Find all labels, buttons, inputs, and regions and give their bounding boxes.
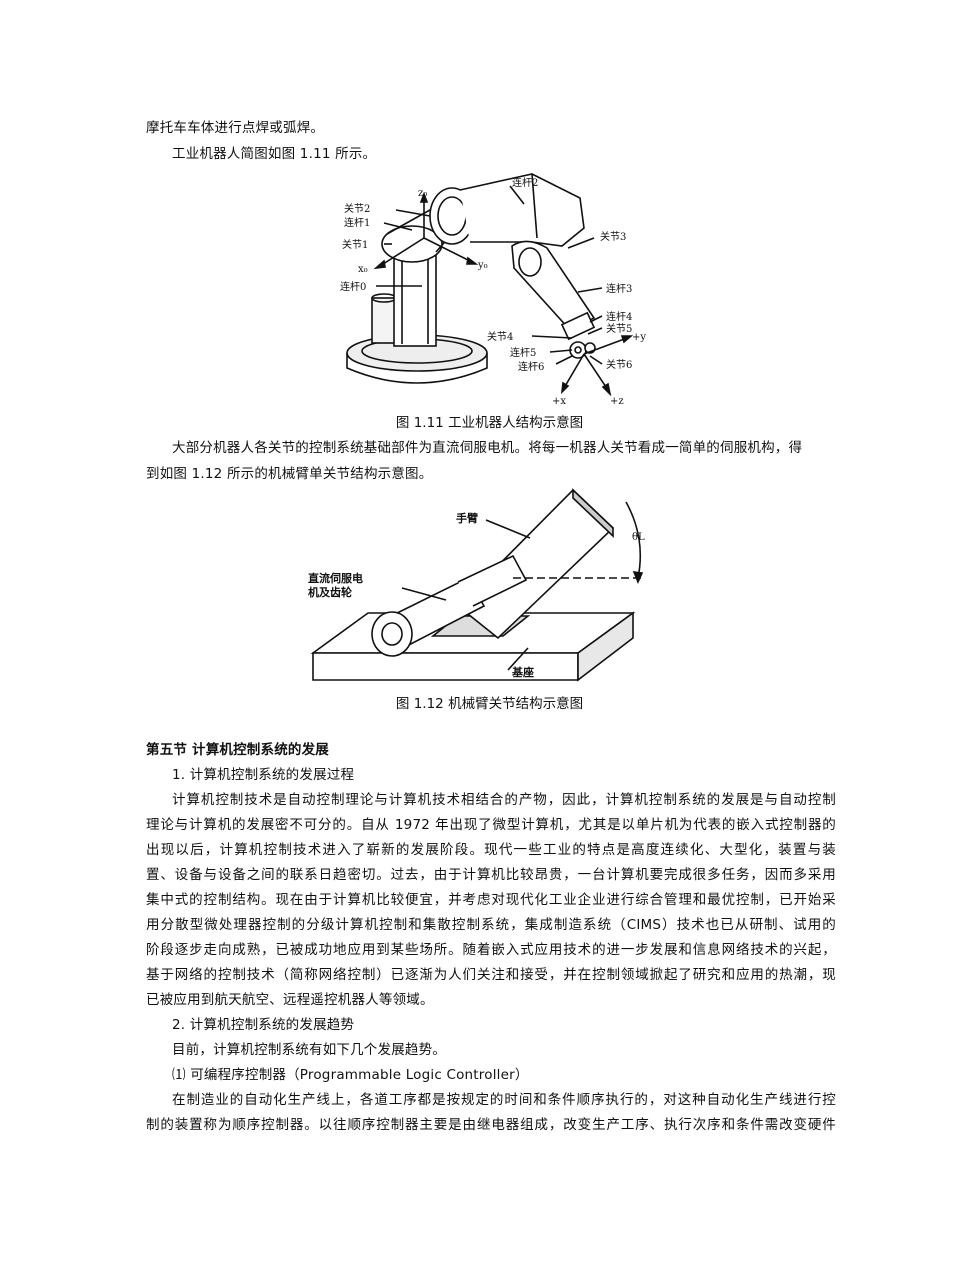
label-joint4: 关节4 bbox=[487, 330, 513, 343]
paragraph-line: 大部分机器人各关节的控制系统基础部件为直流伺服电机。将每一机器人关节看成一简单的… bbox=[172, 440, 803, 456]
figure-caption: 图 1.11 工业机器人结构示意图 bbox=[395, 415, 584, 431]
label-plus-z: +z bbox=[610, 396, 624, 407]
paragraph-line: 目前，计算机控制系统有如下几个发展趋势。 bbox=[172, 1042, 446, 1058]
list-item-heading: ⑴ 可编程序控制器（Programmable Logic Controller） bbox=[172, 1067, 529, 1083]
section-heading: 第五节 计算机控制系统的发展 bbox=[146, 742, 329, 758]
label-link2: 连杆2 bbox=[512, 176, 538, 189]
label-link6: 连杆6 bbox=[518, 360, 544, 373]
paragraph-line: 摩托车车体进行点焊或弧焊。 bbox=[146, 120, 325, 136]
label-arm: 手臂 bbox=[456, 511, 478, 525]
label-x0: x₀ bbox=[358, 264, 368, 275]
paragraph-line: 阶段逐步走向成熟，已被成功地应用到某些场所。随着嵌入式应用技术的进一步发展和信息… bbox=[146, 942, 836, 958]
label-joint6: 关节6 bbox=[606, 358, 632, 371]
paragraph-line: 理论与计算机的发展密不可分的。自从 1972 年出现了微型计算机，尤其是以单片机… bbox=[146, 817, 836, 833]
subsection-heading: 2. 计算机控制系统的发展趋势 bbox=[172, 1017, 355, 1033]
label-y0: y₀ bbox=[477, 260, 488, 271]
robot-diagram: 连杆2 关节2 z₀ 连杆1 关节1 关节3 x₀ y₀ 连杆0 连杆3 连杆4… bbox=[340, 173, 646, 407]
paragraph-line: 到如图 1.12 所示的机械臂单关节结构示意图。 bbox=[146, 466, 433, 482]
label-base: 基座 bbox=[511, 665, 534, 679]
paragraph-line: 置、设备与设备之间的联系日趋密切。过去，由于计算机比较昂贵，一台计算机要完成很多… bbox=[146, 867, 836, 883]
paragraph-line: 出现以后，计算机控制技术进入了崭新的发展阶段。现代一些工业的特点是高度连续化、大… bbox=[146, 842, 836, 858]
paragraph-line: 集中式的控制结构。现在由于计算机比较便宜，并考虑对现代化工业企业进行综合管理和最… bbox=[146, 892, 836, 908]
label-motor-line2: 机及齿轮 bbox=[308, 585, 352, 599]
arm-joint-diagram: 手臂 θL 直流伺服电 机及齿轮 基座 bbox=[308, 488, 645, 682]
paragraph-line: 用分散型微处理器控制的分级计算机控制和集散控制系统，集成制造系统（CIMS）技术… bbox=[146, 917, 836, 933]
paragraph-line: 工业机器人简图如图 1.11 所示。 bbox=[172, 146, 377, 162]
paragraph-line: 计算机控制技术是自动控制理论与计算机技术相结合的产物，因此，计算机控制系统的发展… bbox=[172, 792, 836, 808]
paragraph-line: 基于网络的控制技术（简称网络控制）已逐渐为人们关注和接受，并在控制领域掀起了研究… bbox=[146, 967, 836, 983]
label-joint1: 关节1 bbox=[342, 238, 368, 251]
label-joint5: 关节5 bbox=[606, 322, 632, 335]
label-link1: 连杆1 bbox=[344, 216, 370, 229]
label-plus-x: +x bbox=[552, 396, 566, 407]
label-link5: 连杆5 bbox=[510, 346, 536, 359]
paragraph-line: 在制造业的自动化生产线上，各道工序都是按规定的时间和条件顺序执行的，对这种自动化… bbox=[172, 1092, 836, 1108]
label-z0: z₀ bbox=[418, 188, 427, 199]
subsection-heading: 1. 计算机控制系统的发展过程 bbox=[172, 767, 355, 783]
paragraph-line: 已被应用到航天航空、远程遥控机器人等领域。 bbox=[146, 992, 434, 1008]
paragraph-line: 制的装置称为顺序控制器。以往顺序控制器主要是由继电器组成，改变生产工序、执行次序… bbox=[146, 1117, 836, 1133]
label-joint2: 关节2 bbox=[344, 202, 370, 215]
label-theta: θL bbox=[632, 532, 645, 543]
figure-caption: 图 1.12 机械臂关节结构示意图 bbox=[395, 696, 584, 712]
label-link4: 连杆4 bbox=[606, 310, 632, 323]
figure-industrial-robot: 连杆2 关节2 z₀ 连杆1 关节1 关节3 x₀ y₀ 连杆0 连杆3 连杆4… bbox=[332, 168, 662, 408]
label-link0: 连杆0 bbox=[340, 280, 366, 293]
figure-arm-joint: 手臂 θL 直流伺服电 机及齿轮 基座 bbox=[308, 488, 668, 688]
label-link3: 连杆3 bbox=[606, 282, 632, 295]
label-motor-line1: 直流伺服电 bbox=[308, 571, 363, 585]
label-plus-y: +y bbox=[632, 332, 646, 343]
label-joint3: 关节3 bbox=[600, 230, 626, 243]
